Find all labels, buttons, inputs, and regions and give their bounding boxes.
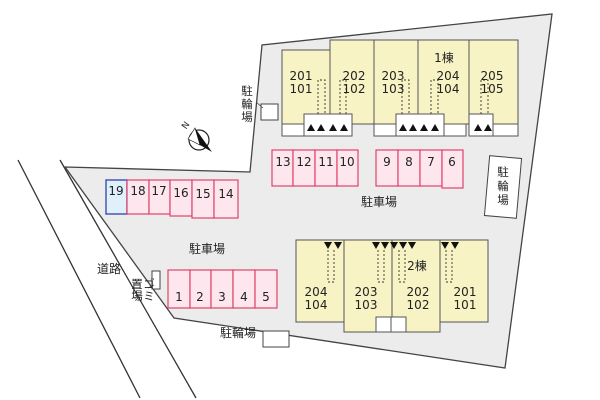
parking-left-label: 駐車場 [189, 241, 225, 256]
parking-slot: 13 [275, 155, 290, 169]
unit-upper: 203 [355, 285, 378, 299]
parking-row-lower: 1 2 3 4 5 [167, 269, 278, 309]
unit-lower: 105 [481, 82, 504, 96]
bike-parking-top [260, 103, 279, 121]
parking-slot: 5 [262, 290, 270, 304]
parking-slot: 9 [383, 155, 391, 169]
parking-row-middle: 19 18 17 16 15 14 [105, 179, 239, 219]
parking-slot: 10 [339, 155, 354, 169]
parking-row-upper-left: 13 12 11 10 [271, 149, 359, 187]
parking-row-upper-right: 9 8 7 6 [375, 149, 464, 189]
building-2: 2棟 204 104 203 103 202 102 201 101 [295, 239, 489, 333]
parking-slot: 12 [296, 155, 311, 169]
unit-upper: 201 [290, 69, 313, 83]
parking-slot: 6 [448, 155, 456, 169]
bike-parking-top-label: 駐輪場 [241, 84, 253, 124]
unit-lower: 102 [343, 82, 366, 96]
parking-slot: 8 [405, 155, 413, 169]
entrance-arrow-icon [324, 242, 459, 249]
parking-upper-label: 駐車場 [361, 194, 397, 209]
unit-upper: 202 [343, 69, 366, 83]
parking-slot: 1 [175, 290, 183, 304]
unit-lower: 101 [290, 82, 313, 96]
parking-slot: 2 [196, 290, 204, 304]
parking-slot-highlighted: 19 [108, 184, 123, 198]
unit-upper: 201 [454, 285, 477, 299]
unit-lower: 101 [454, 298, 477, 312]
parking-slot: 3 [218, 290, 226, 304]
bike-parking-right [483, 155, 523, 219]
parking-slot: 17 [151, 184, 166, 198]
building-1: 1棟 201 101 202 102 203 103 204 104 205 1… [281, 39, 519, 137]
unit-upper: 205 [481, 69, 504, 83]
entrance-arrow-icon [307, 124, 492, 131]
parking-slot: 7 [427, 155, 435, 169]
trash-station [151, 270, 161, 290]
parking-slot: 14 [218, 187, 233, 201]
bike-parking-bottom-label: 駐輪場 [220, 325, 256, 340]
parking-slot: 18 [130, 184, 145, 198]
building-2-label: 2棟 [407, 258, 427, 273]
bike-parking-right-label: 駐輪場 [497, 165, 509, 207]
parking-slot: 4 [240, 290, 248, 304]
bike-parking-bottom [262, 330, 290, 348]
unit-upper: 204 [305, 285, 328, 299]
parking-slot: 15 [195, 187, 210, 201]
unit-upper: 203 [382, 69, 405, 83]
compass-north-label: N [180, 120, 192, 131]
unit-lower: 102 [407, 298, 430, 312]
unit-lower: 103 [355, 298, 378, 312]
road [17, 159, 197, 399]
unit-lower: 103 [382, 82, 405, 96]
parking-slot: 16 [173, 186, 188, 200]
compass-icon: N [180, 120, 212, 152]
road-label: 道路 [97, 261, 121, 276]
unit-upper: 202 [407, 285, 430, 299]
unit-upper: 204 [437, 69, 460, 83]
building-1-label: 1棟 [434, 50, 454, 65]
parking-slot: 11 [318, 155, 333, 169]
unit-lower: 104 [437, 82, 460, 96]
trash-station-label: ゴミ置場 [131, 277, 155, 303]
unit-lower: 104 [305, 298, 328, 312]
